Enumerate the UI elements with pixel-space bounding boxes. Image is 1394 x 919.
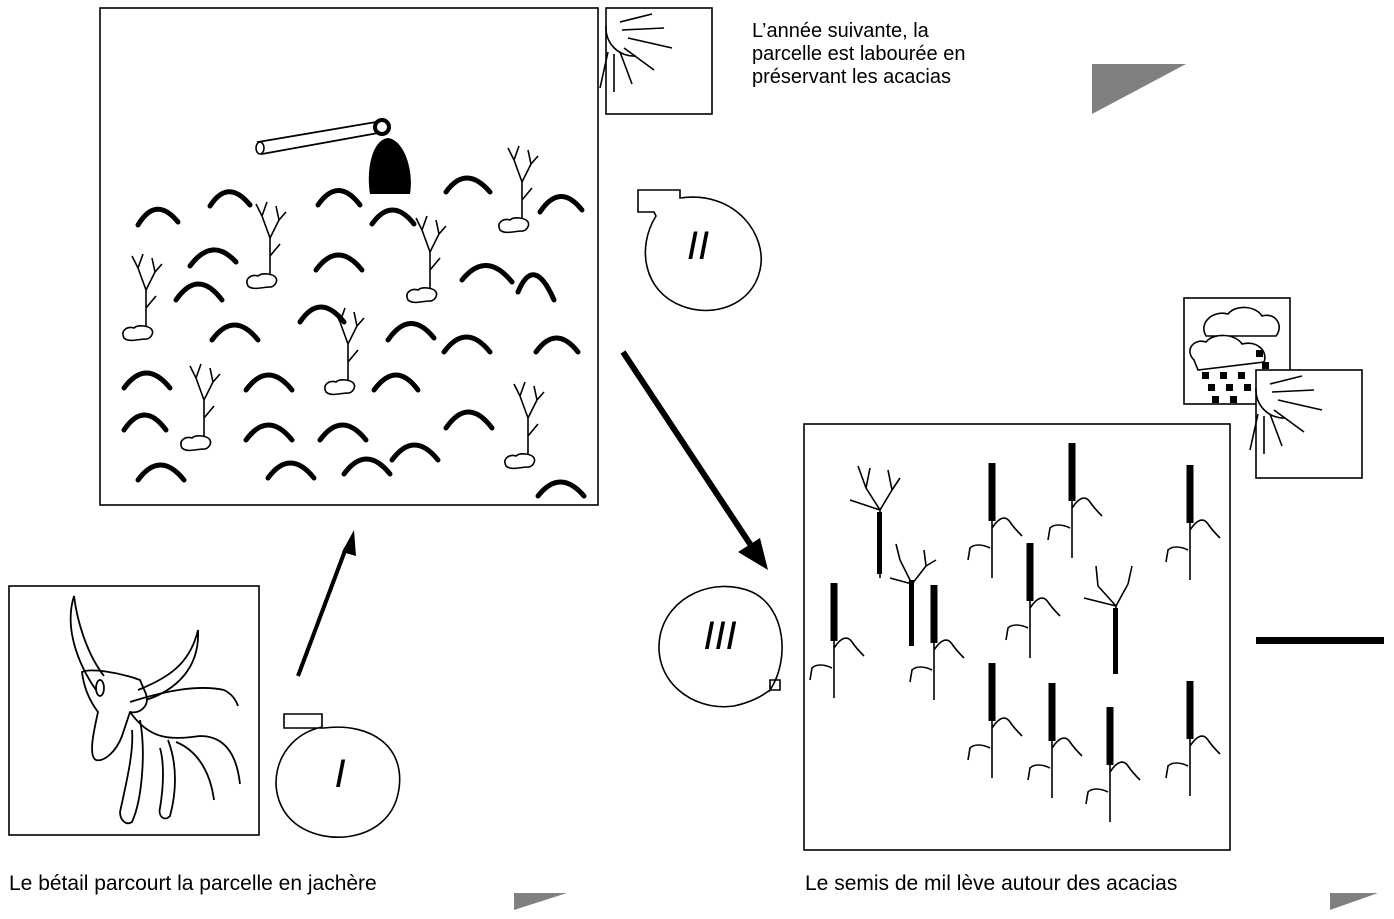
hoe-icon: [255, 118, 411, 194]
caption-bottom-left: Le bétail parcourt la parcelle en jachèr…: [9, 872, 377, 895]
field-panel-plowed: [99, 7, 599, 506]
millet-icon: [809, 442, 1221, 823]
acacia-sprout: [849, 465, 1133, 674]
edge-bar: [1256, 637, 1384, 644]
arrow-step-two-to-three: [620, 350, 768, 570]
caption-top-line: L’année suivante, la: [752, 20, 929, 42]
arrow-step-one-to-two: [296, 530, 356, 677]
caption-bottom-right: Le semis de mil lève autour des acacias: [805, 872, 1178, 895]
acacia-icon: [122, 145, 545, 470]
caption-top-line: parcelle est labourée en: [752, 43, 966, 65]
sun-icon: [1249, 369, 1363, 479]
step-label-one: I: [334, 752, 346, 796]
pointer-triangle: [514, 64, 1378, 910]
ox-icon: [69, 595, 241, 825]
plow-furrows: [121, 175, 587, 499]
millet-field-panel: [803, 423, 1231, 851]
cattle-panel: [8, 585, 260, 836]
caption-top-line: préservant les acacias: [752, 66, 951, 88]
sun-icon: [599, 7, 713, 115]
step-bubble-two: [637, 189, 762, 312]
step-bubble-one: [275, 713, 401, 838]
step-bubble-three: [658, 585, 783, 708]
step-label-three: III: [703, 614, 737, 658]
caption-top: L’année suivante, la parcelle est labour…: [752, 20, 1082, 89]
step-label-two: II: [686, 224, 710, 268]
